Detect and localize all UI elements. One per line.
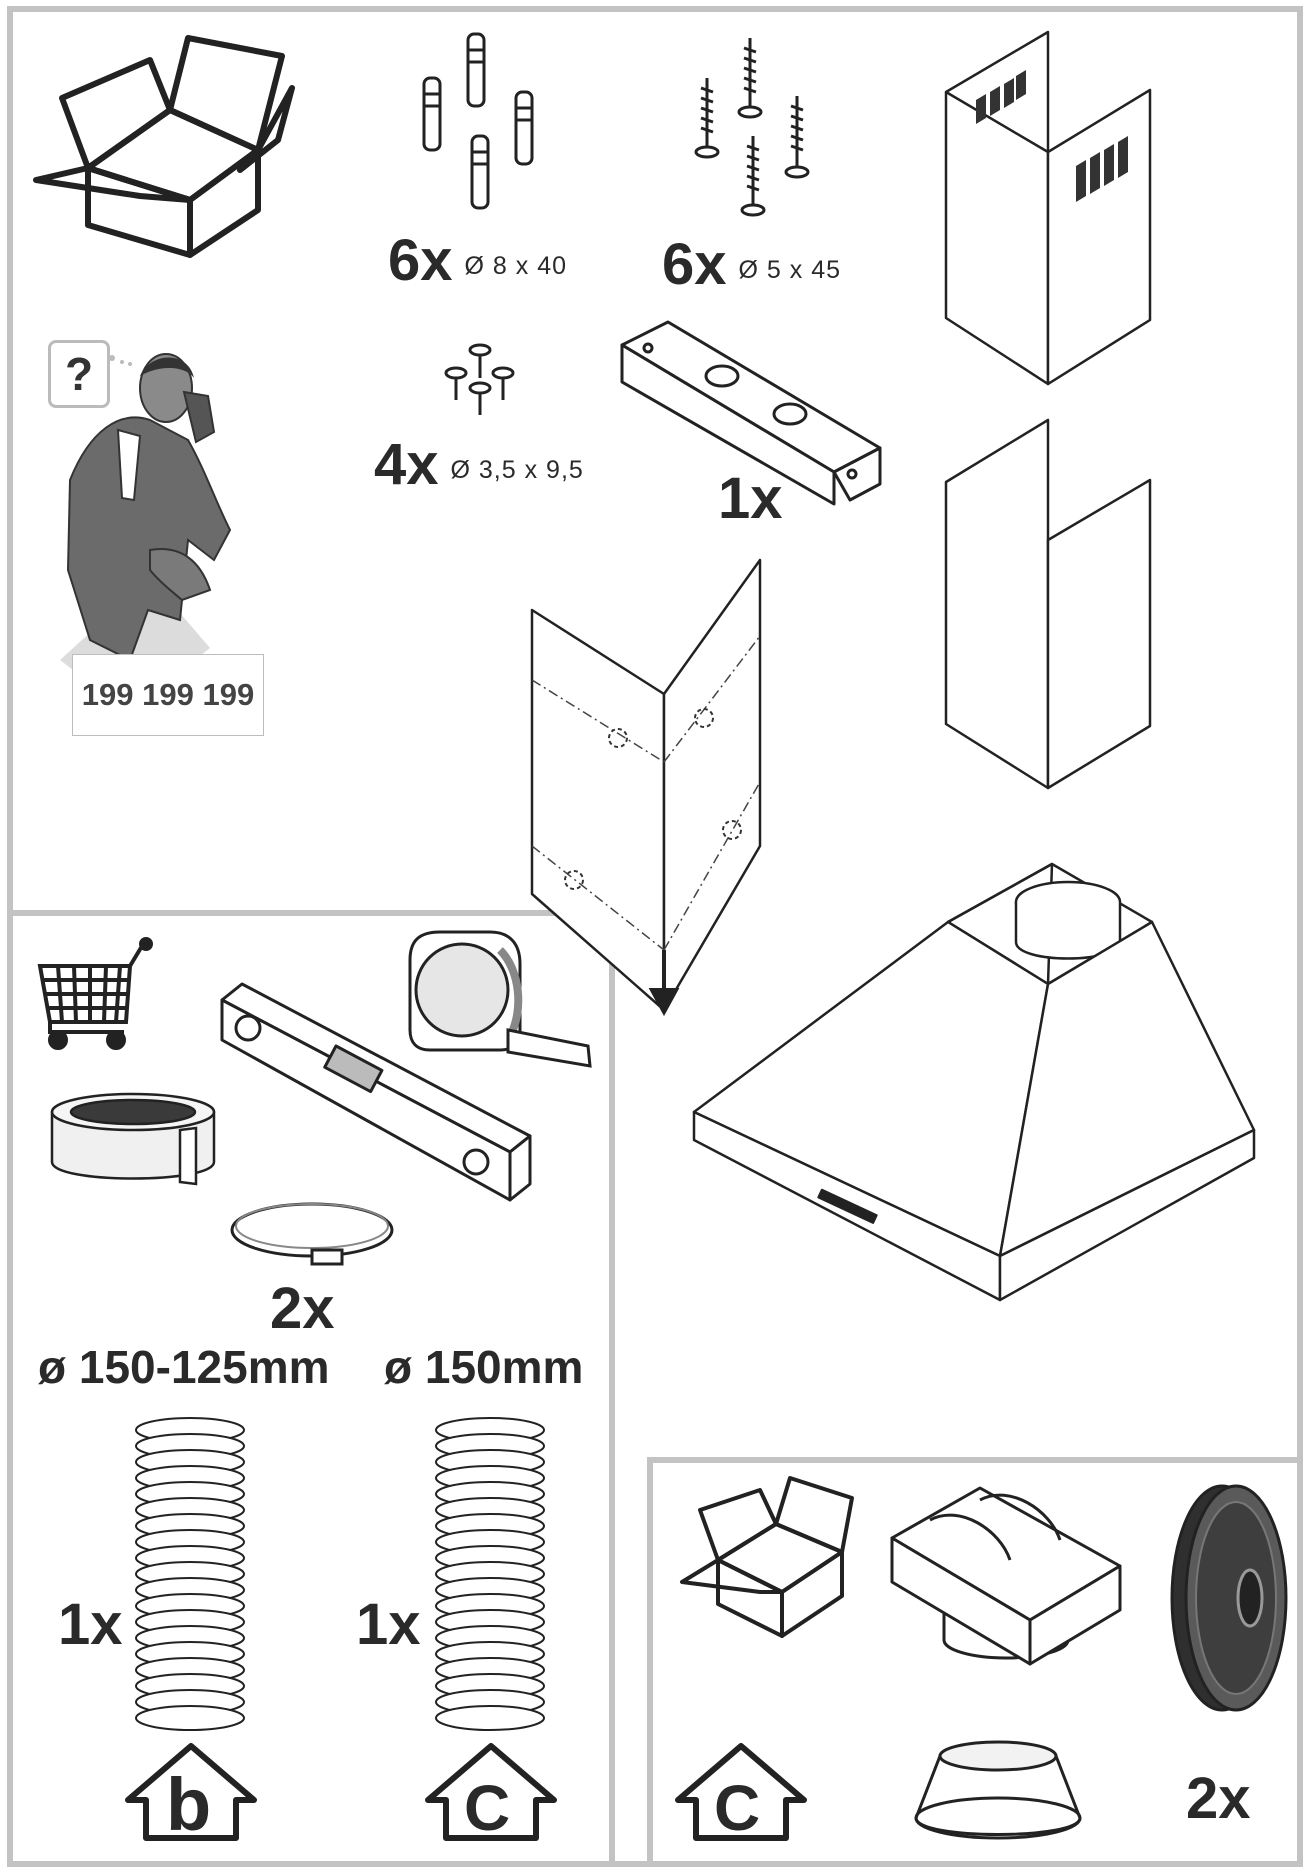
short-screws-dimension: Ø 3,5 x 9,5	[450, 456, 584, 484]
dowels-dimension: Ø 8 x 40	[464, 252, 568, 280]
cooker-hood-icon	[692, 862, 1256, 1302]
dowels-icon	[422, 32, 534, 210]
spirit-level-icon	[220, 982, 532, 1202]
filter-quantity-label: 2x	[1186, 1766, 1251, 1831]
hose-c-diameter-label: ø 150mm	[384, 1341, 584, 1393]
hose-b-quantity-label: 1x	[58, 1592, 123, 1657]
mode-c-letter: C	[464, 1772, 511, 1844]
short-screws-icon	[444, 343, 515, 415]
long-screws-icon	[694, 38, 810, 217]
reducer-ring-icon	[914, 1740, 1082, 1840]
flexible-hose-b-icon	[135, 1417, 245, 1731]
service-phone-number: 199 199 199	[72, 654, 264, 736]
question-mark-badge: ?	[48, 340, 110, 408]
tape-measure-icon	[408, 930, 592, 1068]
chimney-lower-icon	[944, 418, 1152, 790]
dowels-qty: 6x	[388, 228, 453, 293]
bracket-quantity-label: 1x	[718, 466, 783, 531]
flexible-hose-c-icon	[435, 1417, 545, 1731]
hose-b-diameter-label: ø 150-125mm	[38, 1341, 330, 1393]
tape-roll-icon	[50, 1092, 216, 1186]
down-arrow-icon	[648, 950, 680, 1017]
shopping-cart-icon	[37, 937, 153, 1050]
short-screws-qty: 4x	[374, 432, 439, 497]
hose-c-quantity-label: 1x	[356, 1592, 421, 1657]
mode-b-letter: b	[166, 1763, 212, 1846]
chimney-upper-icon	[944, 30, 1152, 386]
house-mode-c-icon	[425, 1743, 557, 1841]
open-box-icon	[33, 35, 295, 258]
house-mode-b-icon	[125, 1743, 257, 1841]
long-screws-dimension: Ø 5 x 45	[738, 256, 842, 284]
house-mode-c-kit-icon	[675, 1743, 807, 1841]
wall-bracket-icon	[620, 320, 882, 506]
kit-box-icon	[680, 1476, 854, 1638]
kit-mode-c-letter: C	[714, 1772, 761, 1844]
carbon-filter-icon	[1170, 1484, 1288, 1712]
service-technician-illustration	[60, 353, 232, 712]
chimney-flap-icon	[530, 558, 762, 1012]
panel-frames	[7, 6, 1303, 1867]
hose-clamp-icon	[230, 1202, 394, 1266]
deflector-unit-icon	[890, 1486, 1122, 1666]
long-screws-qty: 6x	[662, 232, 727, 297]
clamps-quantity-label: 2x	[270, 1276, 335, 1341]
